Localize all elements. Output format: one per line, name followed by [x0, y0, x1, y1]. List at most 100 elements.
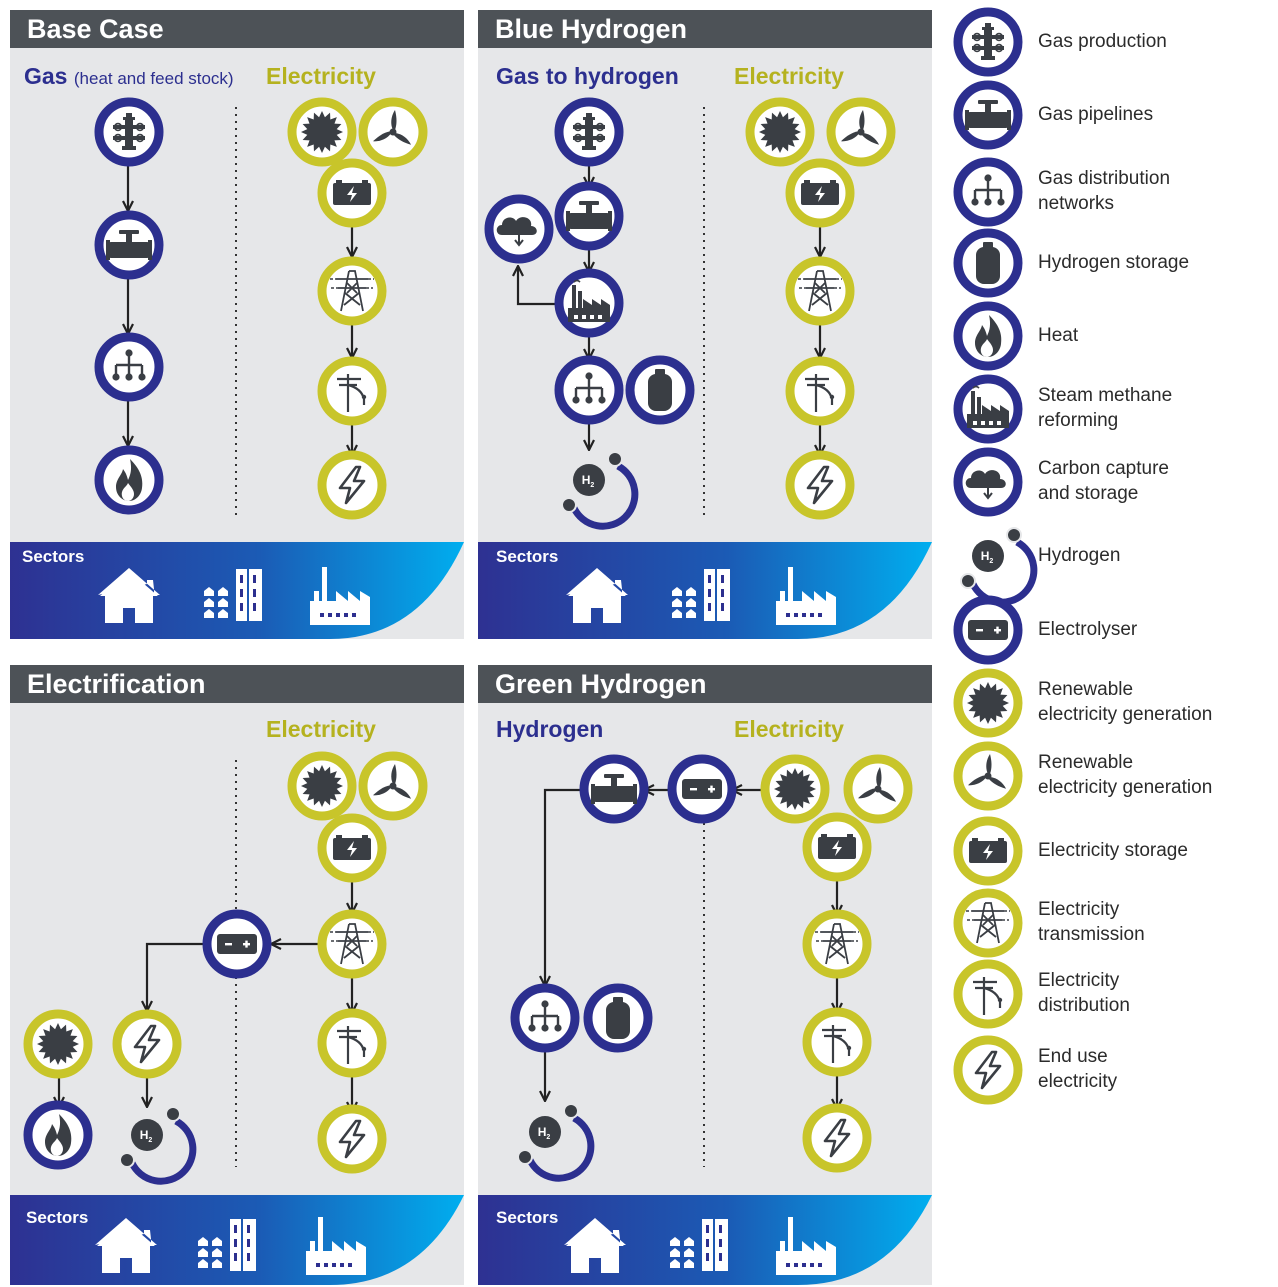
carbon-capture-icon: [953, 447, 1023, 517]
solar-sun-icon: [287, 751, 357, 821]
gas-production-icon: [953, 7, 1023, 77]
gas-distribution-icon: [953, 157, 1023, 227]
electrolyser-icon: [953, 595, 1023, 665]
hydrogen-icon: H2: [960, 527, 1038, 606]
legend-label: Gas production: [1038, 31, 1167, 52]
legend-item: [952, 667, 1024, 739]
gas-sublabel: (heat and feed stock): [73, 69, 234, 88]
gas-label: Gas (heat and feed stock): [24, 65, 234, 88]
legend-item: [952, 227, 1024, 299]
legend-item: [952, 446, 1024, 518]
solar-sun-icon: [287, 97, 357, 167]
legend-item: [952, 1034, 1024, 1106]
sectors-label: Sectors: [26, 1208, 89, 1227]
legend-item: [952, 79, 1024, 151]
electrification-diagram: H2: [10, 665, 464, 1285]
gas-pipeline-icon: [94, 210, 164, 280]
house-icon: [564, 1218, 626, 1273]
legend-item: [952, 740, 1024, 812]
green-hydrogen-diagram: H2: [478, 665, 932, 1285]
legend-label: Hydrogen: [1038, 545, 1121, 566]
transmission-tower-icon: [785, 256, 855, 326]
solar-sun-icon: [745, 97, 815, 167]
gas-distribution-icon: [554, 355, 624, 425]
legend-item: [952, 156, 1024, 228]
legend-item: [952, 6, 1024, 78]
solar-sun-icon: [23, 1009, 93, 1079]
hydrogen-icon: H2: [561, 451, 639, 530]
gas-label-text: Gas: [24, 63, 68, 89]
gas-to-hydrogen-label: Gas to hydrogen: [496, 63, 679, 89]
battery-storage-icon: [317, 813, 387, 883]
legend-label: Gas pipelines: [1038, 104, 1154, 125]
distribution-pole-icon: [317, 1008, 387, 1078]
gas-pipeline-icon: [953, 80, 1023, 150]
battery-storage-icon: [953, 816, 1023, 886]
steam-methane-reforming-icon: [554, 268, 624, 338]
gas-production-icon: [554, 97, 624, 167]
distribution-pole-icon: [785, 356, 855, 426]
end-use-bolt-icon: [802, 1103, 872, 1173]
gas-pipeline-icon: [554, 181, 624, 251]
wind-turbine-icon: [843, 754, 913, 824]
gas-distribution-icon: [510, 983, 580, 1053]
hydrogen-storage-icon: [583, 983, 653, 1053]
heat-flame-icon: [23, 1100, 93, 1170]
gas-distribution-icon: [94, 332, 164, 402]
end-use-bolt-icon: [112, 1009, 182, 1079]
transmission-tower-icon: [317, 256, 387, 326]
hydrogen-storage-icon: [625, 355, 695, 425]
legend-item: [952, 887, 1024, 959]
sectors-label: Sectors: [496, 1208, 559, 1227]
end-use-bolt-icon: [317, 450, 387, 520]
base-case-diagram: [10, 10, 464, 639]
end-use-bolt-icon: [953, 1035, 1023, 1105]
factory-icon: [306, 1217, 366, 1275]
legend-item: [952, 815, 1024, 887]
end-use-bolt-icon: [317, 1104, 387, 1174]
battery-storage-icon: [802, 812, 872, 882]
sectors-label: Sectors: [496, 547, 559, 566]
transmission-tower-icon: [317, 909, 387, 979]
legend-label: Heat: [1038, 325, 1079, 346]
wind-turbine-icon: [826, 97, 896, 167]
legend-item: [952, 373, 1024, 445]
heat-flame-icon: [953, 301, 1023, 371]
hydrogen-icon: H2: [119, 1106, 197, 1185]
legend-label: Hydrogen storage: [1038, 252, 1190, 273]
legend-item: [952, 594, 1024, 666]
house-icon: [566, 568, 628, 623]
distribution-pole-icon: [953, 959, 1023, 1029]
buildings-icon: [670, 1219, 728, 1271]
electrification-panel: H2 Electrification Electricity Sectors: [10, 665, 464, 1285]
distribution-pole-icon: [802, 1007, 872, 1077]
transmission-tower-icon: [953, 888, 1023, 958]
house-icon: [95, 1218, 157, 1273]
electrolyser-icon: [202, 909, 272, 979]
buildings-icon: [204, 569, 262, 621]
wind-turbine-icon: [358, 97, 428, 167]
gas-pipeline-icon: [579, 754, 649, 824]
legend-item: H2: [952, 520, 1038, 606]
solar-sun-icon: [953, 668, 1023, 738]
wind-turbine-icon: [358, 751, 428, 821]
factory-icon: [776, 1217, 836, 1275]
solar-sun-icon: [760, 754, 830, 824]
electricity-label: Electricity: [734, 716, 844, 742]
gas-production-icon: [94, 97, 164, 167]
hydrogen-label: Hydrogen: [496, 716, 604, 742]
buildings-icon: [198, 1219, 256, 1271]
hydrogen-storage-icon: [953, 228, 1023, 298]
transmission-tower-icon: [802, 909, 872, 979]
electricity-label: Electricity: [734, 63, 844, 89]
electricity-label: Electricity: [266, 716, 376, 742]
factory-icon: [776, 567, 836, 625]
legend-label: Electricity storage: [1038, 840, 1188, 861]
blue-hydrogen-diagram: H2: [478, 10, 932, 639]
sectors-label: Sectors: [22, 547, 85, 566]
battery-storage-icon: [785, 158, 855, 228]
